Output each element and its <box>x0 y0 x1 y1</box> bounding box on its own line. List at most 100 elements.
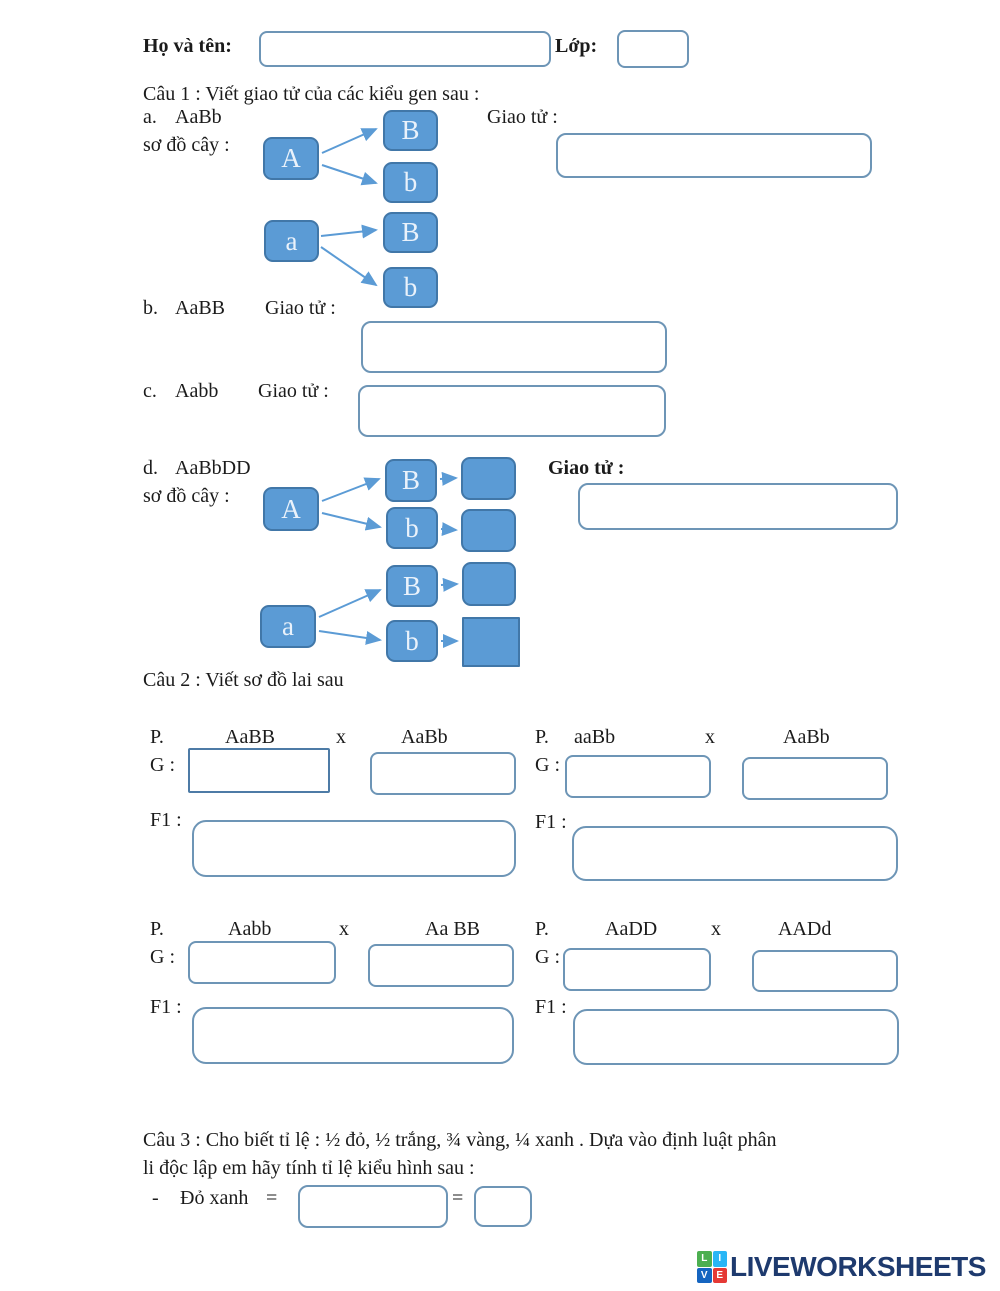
cross2-x: x <box>705 726 715 748</box>
cross2-f1-label: F1 : <box>535 811 567 833</box>
class-input[interactable] <box>617 30 689 68</box>
tree-d-node-a-label: a <box>282 611 294 641</box>
tree-d-node-A-label: A <box>281 493 301 524</box>
tree-a-node-a: a <box>264 220 319 262</box>
cross3-g1-box[interactable] <box>188 941 336 984</box>
cross4-f1-box[interactable] <box>573 1009 899 1065</box>
tree-d-blank-box-1 <box>461 457 516 500</box>
q1d-tree-label: sơ đồ cây : <box>143 485 230 507</box>
cross4-f1-label: F1 : <box>535 996 567 1018</box>
tree-a-node-b2: b <box>383 267 438 308</box>
q1a-gamete-label: Giao tử : <box>487 106 558 128</box>
liveworksheets-wordmark: LIVEWORKSHEETS <box>730 1251 986 1282</box>
tree-a-node-a-label: a <box>285 225 298 256</box>
tree-a-node-b1-label: b <box>403 167 418 197</box>
q3-line2: li độc lập em hãy tính tỉ lệ kiểu hình s… <box>143 1157 475 1179</box>
q3-line1: Câu 3 : Cho biết tỉ lệ : ½ đỏ, ½ trắng, … <box>143 1129 777 1151</box>
class-label: Lớp: <box>555 35 598 57</box>
cross1-g-label: G : <box>150 754 175 776</box>
tree-a-node-B2-label: B <box>401 217 420 247</box>
liveworksheets-logo[interactable]: L I V E LIVEWORKSHEETS <box>697 1251 986 1283</box>
tree-a-node-A: A <box>263 137 319 180</box>
q3-dash: - <box>152 1187 159 1209</box>
tree-d-node-A: A <box>263 487 319 531</box>
cross4-g2-box[interactable] <box>752 950 898 992</box>
cross3-f1-box[interactable] <box>192 1007 514 1064</box>
name-input[interactable] <box>259 31 551 67</box>
q1c-gamete-label: Giao tử : <box>258 380 329 402</box>
cross1-p-label: P. <box>150 726 164 748</box>
tree-d-node-B1: B <box>385 459 437 502</box>
name-label: Họ và tên: <box>143 35 232 57</box>
tree-d-node-B1-label: B <box>401 465 420 495</box>
tree-a-node-A-label: A <box>281 143 301 173</box>
cross2-g2-box[interactable] <box>742 757 888 800</box>
q1d-answer-box[interactable] <box>578 483 898 530</box>
logo-tile-i: I <box>712 1251 727 1267</box>
cross2-p-label: P. <box>535 726 549 748</box>
cross1-g2-box[interactable] <box>370 752 516 795</box>
cross4-parent2: AADd <box>778 918 832 940</box>
tree-a-node-B2: B <box>383 212 438 253</box>
cross3-parent2: Aa BB <box>425 918 480 940</box>
cross3-x: x <box>339 918 349 940</box>
tree-a-node-b1: b <box>383 162 438 203</box>
q2-title: Câu 2 : Viết sơ đồ lai sau <box>143 669 344 691</box>
logo-tile-l: L <box>697 1251 712 1267</box>
q1b-gamete-label: Giao tử : <box>265 297 336 319</box>
q1a-answer-box[interactable] <box>556 133 872 178</box>
cross2-g-label: G : <box>535 754 560 776</box>
cross3-parent1: Aabb <box>228 918 272 940</box>
tree-a-node-B1: B <box>383 110 438 151</box>
cross1-parent1: AaBB <box>225 726 275 748</box>
q1c-answer-box[interactable] <box>358 385 666 437</box>
cross1-parent2: AaBb <box>401 726 448 748</box>
cross4-g1-box[interactable] <box>563 948 711 991</box>
q1b-genotype: AaBB <box>175 297 225 319</box>
logo-tile-e: E <box>712 1267 727 1283</box>
q1d-genotype: AaBbDD <box>175 457 251 479</box>
tree-d-blank-box-3 <box>462 562 516 606</box>
cross4-g-label: G : <box>535 946 560 968</box>
cross3-g-label: G : <box>150 946 175 968</box>
cross2-parent1: aaBb <box>574 726 616 748</box>
q3-answer-box-2[interactable] <box>474 1186 532 1227</box>
cross4-p-label: P. <box>535 918 549 940</box>
cross1-x: x <box>336 726 346 748</box>
q1-title: Câu 1 : Viết giao tử của các kiểu gen sa… <box>143 83 480 105</box>
tree-a-node-b2-label: b <box>403 272 418 302</box>
q3-equals-1: = <box>266 1187 278 1209</box>
tree-d-node-a: a <box>260 605 316 648</box>
q1c-label: c. <box>143 380 157 402</box>
q1b-answer-box[interactable] <box>361 321 667 373</box>
q1b-label: b. <box>143 297 158 319</box>
q3-item-label: Đỏ xanh <box>180 1187 249 1209</box>
q1c-genotype: Aabb <box>175 380 219 402</box>
cross1-g1-box[interactable] <box>188 748 330 793</box>
q1a-label: a. <box>143 106 157 128</box>
tree-d-blank-box-4 <box>462 617 520 667</box>
cross3-g2-box[interactable] <box>368 944 514 987</box>
logo-tile-v: V <box>697 1267 712 1283</box>
cross2-parent2: AaBb <box>783 726 830 748</box>
tree-d-node-B2-label: B <box>402 570 421 601</box>
q1d-gamete-label: Giao tử : <box>548 457 625 479</box>
tree-d-node-b2: b <box>386 620 438 662</box>
cross2-g1-box[interactable] <box>565 755 711 798</box>
q3-equals-2: = <box>452 1187 464 1209</box>
tree-d-node-b2-label: b <box>405 625 419 656</box>
q3-answer-box-1[interactable] <box>298 1185 448 1228</box>
q1d-label: d. <box>143 457 158 479</box>
tree-a-node-B1-label: B <box>401 115 420 145</box>
q1a-genotype: AaBb <box>175 106 222 128</box>
tree-d-node-B2: B <box>386 565 438 607</box>
cross4-parent1: AaDD <box>605 918 658 940</box>
q1a-tree-label: sơ đồ cây : <box>143 134 230 156</box>
cross3-f1-label: F1 : <box>150 996 182 1018</box>
cross1-f1-box[interactable] <box>192 820 516 877</box>
cross4-x: x <box>711 918 721 940</box>
cross3-p-label: P. <box>150 918 164 940</box>
cross1-f1-label: F1 : <box>150 809 182 831</box>
cross2-f1-box[interactable] <box>572 826 898 881</box>
